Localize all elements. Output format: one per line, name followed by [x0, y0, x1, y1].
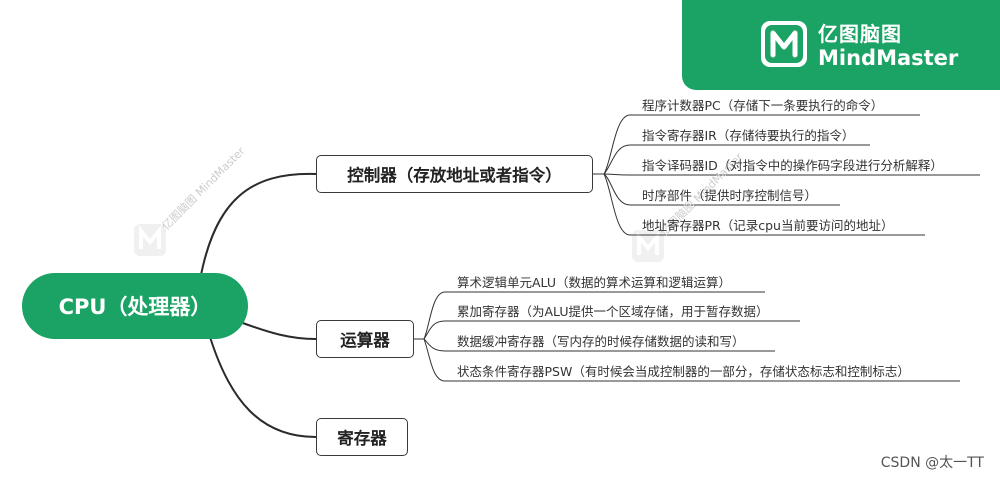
leaf-node-psw[interactable]: 状态条件寄存器PSW（有时候会当成控制器的一部分，存储状态标志和控制标志）: [457, 364, 910, 379]
connector-root-controller: [199, 172, 317, 281]
brand-name-en: MindMaster: [818, 46, 959, 70]
leaf-node-ir[interactable]: 指令寄存器IR（存储待要执行的指令）: [642, 128, 855, 143]
brand-badge: 亿图脑图 MindMaster: [682, 0, 1000, 90]
leaf-node-alu-unit[interactable]: 算术逻辑单元ALU（数据的算术运算和逻辑运算）: [457, 275, 732, 290]
leaf-node-timing[interactable]: 时序部件（提供时序控制信号）: [642, 188, 818, 203]
leaf-node-pr[interactable]: 地址寄存器PR（记录cpu当前要访问的地址）: [642, 218, 894, 233]
watermark-logo-icon: [134, 224, 166, 256]
footer-credit: CSDN @太一TT: [880, 455, 984, 471]
connector-group-controller: [593, 114, 980, 236]
leaf-node-data-buffer[interactable]: 数据缓冲寄存器（写内存的时候存储数据的读和写）: [457, 334, 745, 349]
leaf-node-id[interactable]: 指令译码器ID（对指令中的操作码字段进行分析解释）: [642, 158, 943, 173]
leaf-node-pc[interactable]: 程序计数器PC（存储下一条要执行的命令）: [642, 98, 884, 113]
branch-node-alu[interactable]: 运算器: [316, 320, 414, 358]
connector-group-alu: [414, 291, 960, 382]
root-node-cpu[interactable]: CPU（处理器）: [22, 273, 248, 339]
branch-node-register[interactable]: 寄存器: [316, 418, 408, 456]
leaf-node-accumulator[interactable]: 累加寄存器（为ALU提供一个区域存储，用于暂存数据）: [457, 304, 769, 319]
brand-name-cn: 亿图脑图: [818, 22, 902, 46]
connector-root-alu: [239, 321, 317, 340]
branch-node-controller[interactable]: 控制器（存放地址或者指令）: [316, 155, 593, 193]
connector-root-register: [209, 336, 317, 438]
watermark-logo-icon: [632, 230, 664, 262]
mindmaster-logo-icon: [761, 21, 807, 67]
